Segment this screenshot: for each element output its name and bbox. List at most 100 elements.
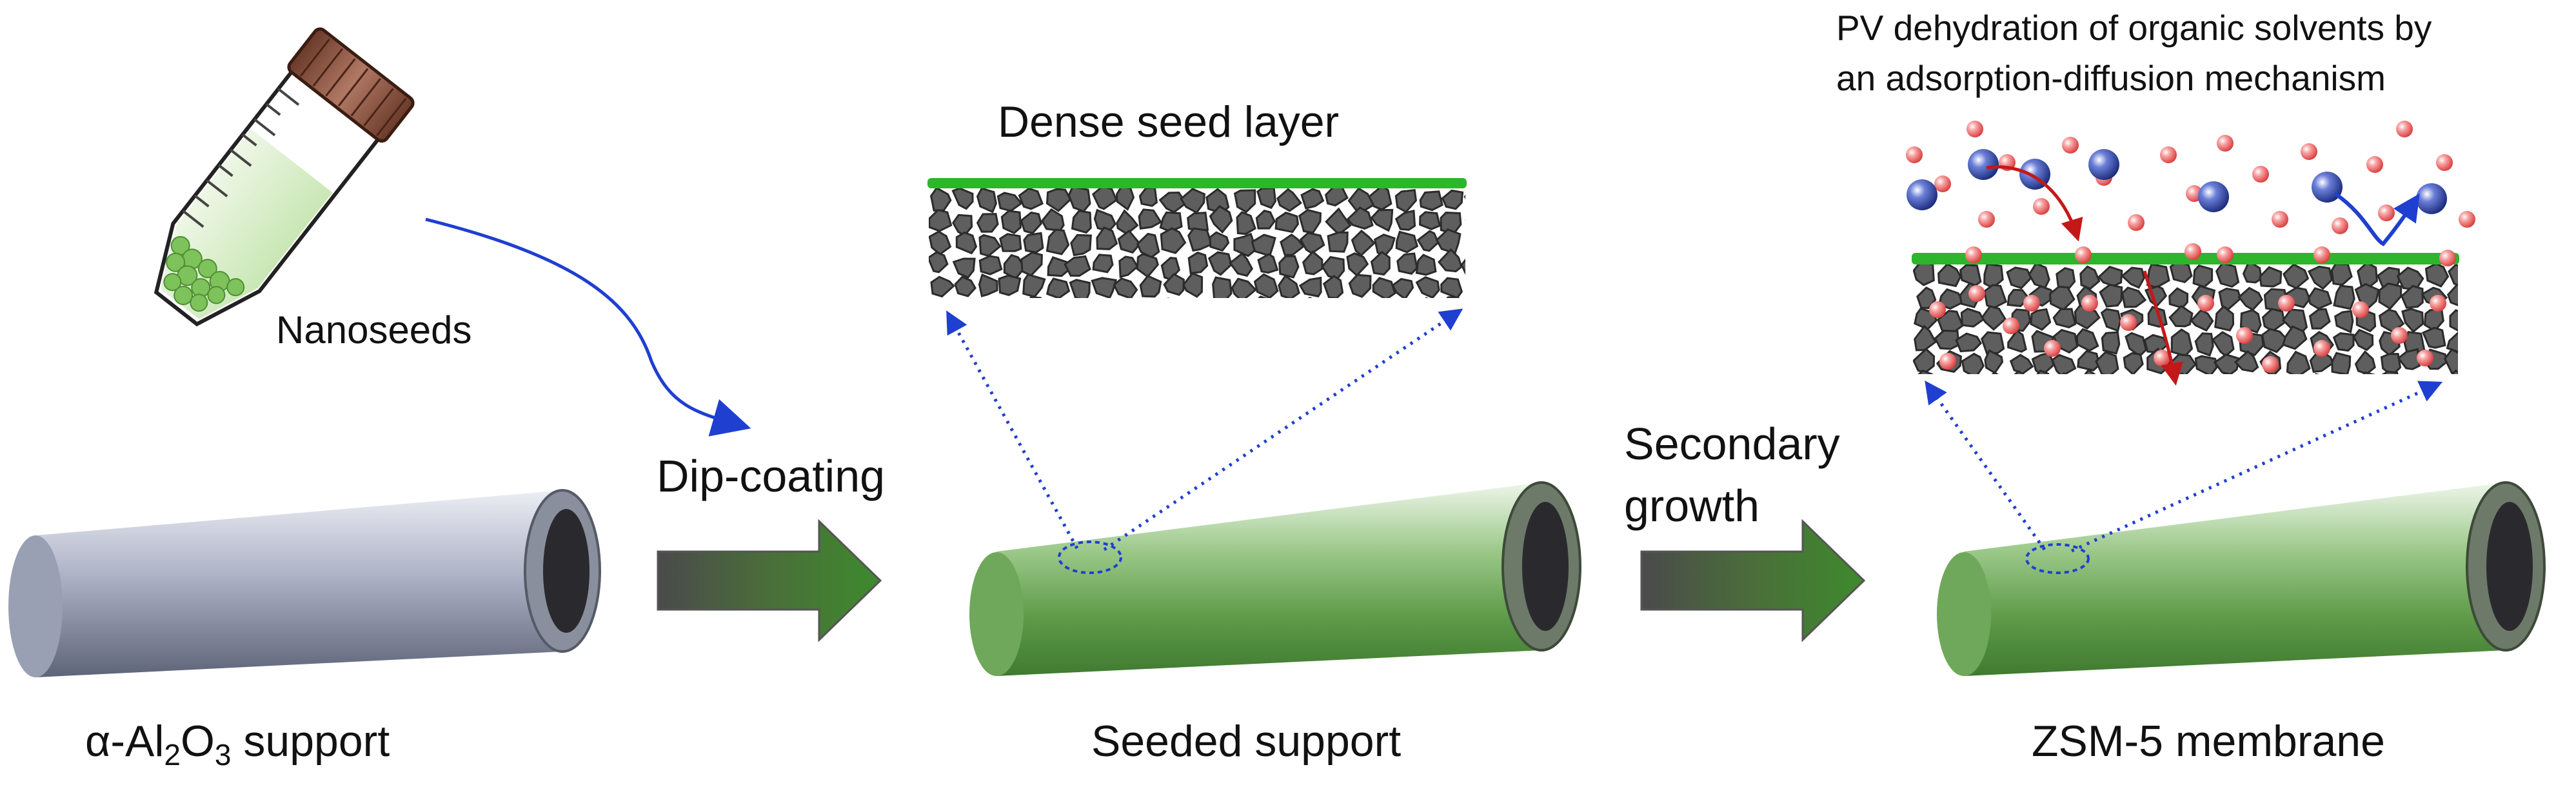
support-grain xyxy=(2121,266,2146,289)
support-grain xyxy=(975,301,996,323)
support-grain xyxy=(1160,227,1187,254)
water-molecule xyxy=(2075,246,2092,263)
support-grain xyxy=(2192,264,2214,288)
support-grain xyxy=(1934,329,1960,350)
support-grain xyxy=(2099,283,2123,308)
support-grain xyxy=(2444,348,2458,374)
support-grain xyxy=(1935,376,1957,397)
support-grain xyxy=(1158,191,1187,214)
support-grain xyxy=(2237,286,2264,312)
support-grain xyxy=(951,187,974,210)
support-grain xyxy=(1282,300,1303,320)
support-grain xyxy=(2307,287,2333,310)
support-grain xyxy=(1917,369,1934,374)
water-molecule xyxy=(1929,301,1946,318)
support-grain xyxy=(1096,226,1118,250)
water-molecule xyxy=(1906,146,1923,163)
support-grain xyxy=(1441,189,1464,210)
support-grain xyxy=(978,234,1002,257)
support-grain xyxy=(2214,305,2235,332)
support-grain xyxy=(2309,348,2335,374)
support-grain xyxy=(2307,265,2333,290)
support-grain xyxy=(2074,304,2101,330)
zsm5-membrane-tube xyxy=(1937,481,2546,676)
water-molecule xyxy=(2217,135,2234,152)
support-grain xyxy=(1416,230,1440,252)
support-grain xyxy=(1325,207,1352,236)
support-grain xyxy=(2007,329,2027,353)
support-grain xyxy=(1916,286,1937,310)
support-grain xyxy=(2261,328,2290,354)
support-grain xyxy=(1000,210,1022,234)
support-grain xyxy=(1209,204,1233,234)
support-grain xyxy=(1463,295,1489,315)
support-grain xyxy=(1236,211,1256,235)
solvent-molecules xyxy=(1907,149,2447,214)
water-molecule xyxy=(2366,156,2383,173)
support-grain xyxy=(1415,276,1440,298)
support-grain xyxy=(2194,332,2214,357)
support-grain xyxy=(2079,265,2101,290)
support-grain xyxy=(1068,299,1087,321)
support-grain xyxy=(2270,372,2275,374)
water-diffusion-arrow xyxy=(2143,270,2183,386)
support-grain xyxy=(2234,350,2259,373)
water-molecule xyxy=(2313,340,2330,357)
support-grain xyxy=(1440,277,1463,298)
support-grain xyxy=(2314,373,2320,374)
support-grain xyxy=(2028,262,2050,290)
support-grain xyxy=(2330,263,2353,286)
support-grain xyxy=(2281,325,2308,350)
support-grain xyxy=(1257,253,1279,274)
support-grain xyxy=(2121,286,2147,308)
support-grain xyxy=(2282,263,2310,290)
support-grain xyxy=(2400,284,2424,309)
zoom-region-marker xyxy=(1058,541,1122,574)
water-molecule xyxy=(2417,350,2433,366)
support-grain xyxy=(1138,208,1162,230)
support-grain xyxy=(2286,350,2311,374)
support-grain xyxy=(2401,308,2424,334)
support-grain xyxy=(1298,208,1322,234)
support-grain xyxy=(2446,283,2458,306)
support-grain xyxy=(1139,303,1162,320)
support-grain xyxy=(2146,263,2170,289)
water-molecule xyxy=(2301,143,2317,160)
support-grain xyxy=(1187,251,1209,275)
support-grain xyxy=(1467,230,1487,253)
water-molecule xyxy=(1968,285,1985,302)
water-molecule xyxy=(1967,121,1983,137)
water-molecule xyxy=(2262,356,2279,373)
support-grain xyxy=(1961,352,1985,374)
support-grain xyxy=(952,214,973,237)
support-grain xyxy=(1963,375,1983,398)
support-grain xyxy=(2048,285,2076,312)
support-grain xyxy=(1253,273,1279,298)
water-molecule xyxy=(2430,295,2446,312)
support-grain xyxy=(2403,330,2426,354)
water-molecule xyxy=(2252,166,2269,183)
support-grain xyxy=(1937,288,1966,310)
support-grain xyxy=(1189,300,1211,319)
process-arrow-icon xyxy=(1640,519,1866,643)
support-grain xyxy=(1955,332,1983,353)
water-molecule xyxy=(2160,146,2177,163)
support-grain xyxy=(1064,255,1091,277)
support-grain xyxy=(2352,328,2374,352)
support-grain xyxy=(1091,185,1118,210)
support-grain xyxy=(1991,371,1999,374)
water-molecule xyxy=(1965,246,1982,263)
solvent-molecule xyxy=(1968,149,1999,180)
support-grain xyxy=(1232,300,1253,321)
seeded-support-label: Seeded support xyxy=(1091,717,1401,766)
support-grain xyxy=(929,209,953,232)
support-grain xyxy=(2333,284,2355,310)
support-grain xyxy=(2215,262,2240,288)
support-grain xyxy=(1029,296,1042,298)
support-grain xyxy=(1278,255,1300,279)
water-molecule xyxy=(1939,353,1956,370)
support-grain xyxy=(1327,231,1349,253)
support-grain xyxy=(2261,308,2286,333)
zsm5-membrane-label: ZSM-5 membrane xyxy=(2032,717,2385,766)
